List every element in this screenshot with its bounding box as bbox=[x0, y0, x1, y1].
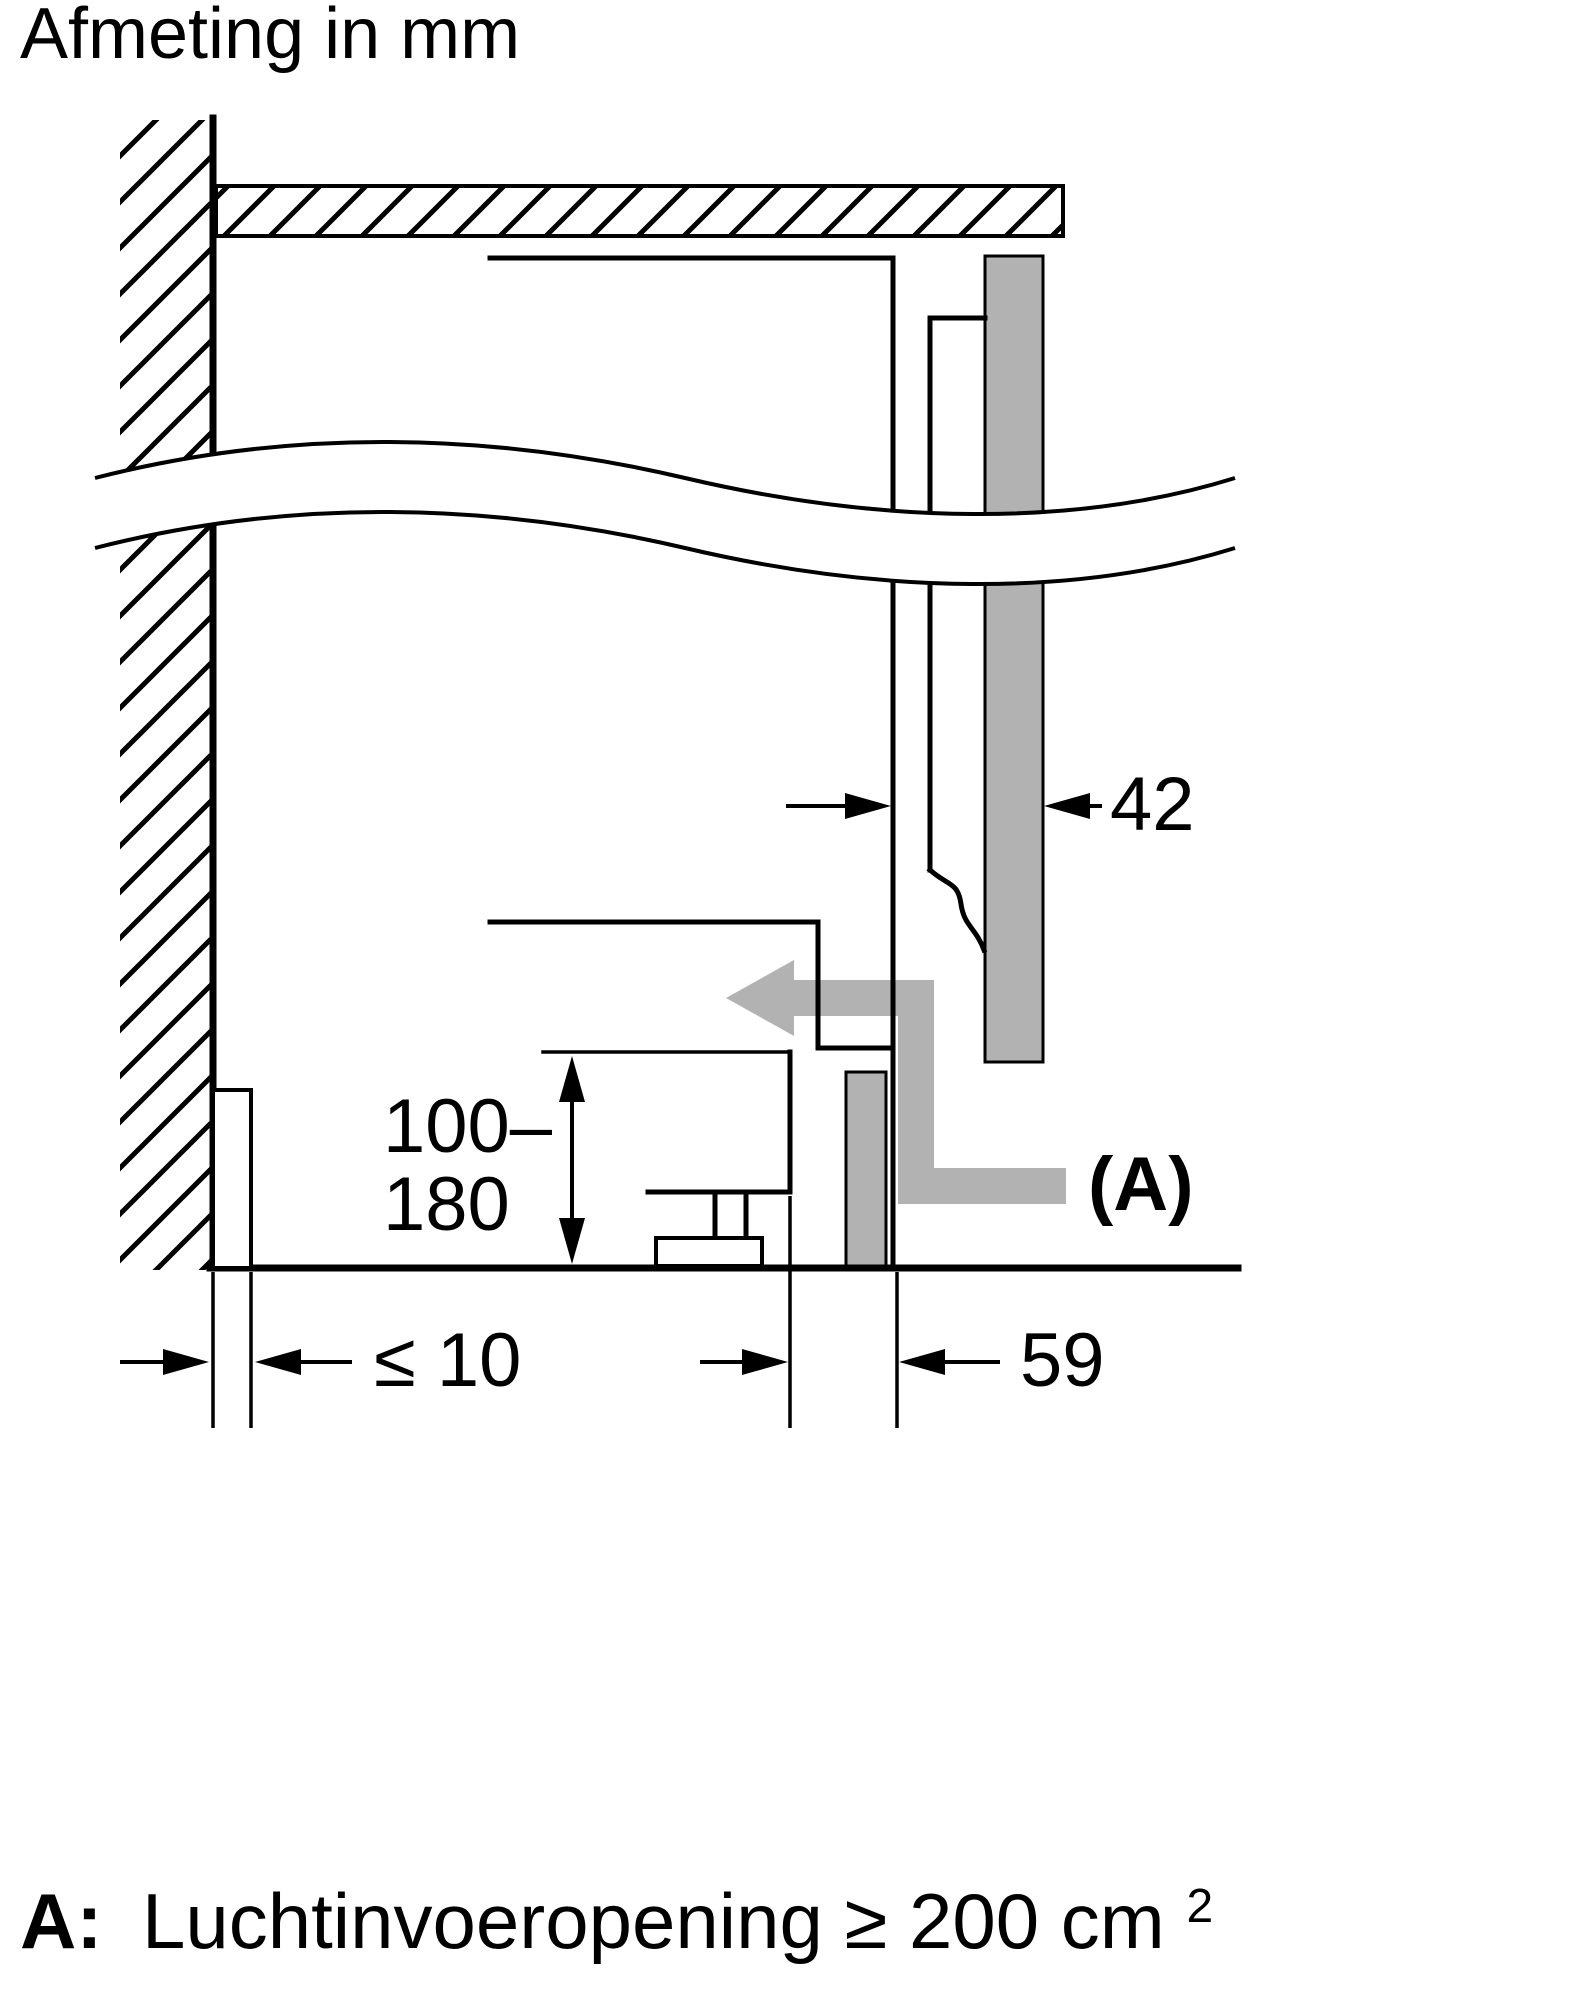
dim-gap-left-arrowhead-icon bbox=[255, 1349, 301, 1375]
dim-plinth-down-arrowhead-icon bbox=[559, 1218, 585, 1264]
dim-59-right-arrowhead-icon bbox=[742, 1349, 788, 1375]
break-lines bbox=[94, 439, 1236, 586]
air-inlet-label: (A) bbox=[1088, 1142, 1194, 1227]
airflow-arrow-shaft bbox=[790, 980, 1066, 1204]
dimension-plinth-height: 100– 180 bbox=[383, 1056, 585, 1264]
caption: A: Luchtinvoeropening ≥ 200 cm 2 bbox=[20, 1877, 1213, 1965]
wall-hatching bbox=[120, 120, 212, 1270]
caption-text: Luchtinvoeropening ≥ 200 cm bbox=[142, 1877, 1165, 1965]
dim-59-left-arrowhead-icon bbox=[899, 1349, 945, 1375]
break-wave-upper bbox=[94, 439, 1236, 516]
caption-label: A: bbox=[20, 1877, 102, 1965]
dimension-door-thickness: 42 bbox=[786, 762, 1195, 847]
dim-plinth-up-arrowhead-icon bbox=[559, 1056, 585, 1102]
dim-42-value: 42 bbox=[1110, 762, 1195, 847]
door-break-tear-line bbox=[926, 866, 988, 954]
dim-gap-value: ≤ 10 bbox=[374, 1318, 521, 1403]
diagram-title: Afmeting in mm bbox=[20, 0, 520, 74]
dim-42-right-arrowhead-icon bbox=[845, 793, 891, 819]
leveling-foot-base bbox=[654, 1236, 764, 1268]
cabinet-structure bbox=[206, 114, 1242, 1272]
dimension-wall-gap: ≤ 10 bbox=[120, 1272, 521, 1428]
dim-plinth-height-upper: 100– bbox=[383, 1084, 553, 1169]
dim-plinth-height-lower: 180 bbox=[383, 1162, 510, 1247]
break-band bbox=[95, 441, 1235, 585]
leveling-foot-stem bbox=[712, 1189, 749, 1241]
furniture-door-panel bbox=[983, 254, 1045, 1064]
airflow-arrow bbox=[726, 960, 1066, 1204]
airflow-arrowhead-icon bbox=[726, 960, 794, 1036]
dimension-plinth-depth: 59 bbox=[700, 1196, 1105, 1428]
wall-spacer-block bbox=[211, 1088, 253, 1270]
break-wave-lower bbox=[94, 509, 1236, 586]
dim-gap-right-arrowhead-icon bbox=[163, 1349, 209, 1375]
caption-superscript: 2 bbox=[1186, 1880, 1213, 1933]
plinth-vent-panel bbox=[844, 1070, 888, 1270]
ceiling-hatched-bar bbox=[214, 184, 1065, 238]
dim-59-value: 59 bbox=[1020, 1318, 1105, 1403]
dim-42-left-arrowhead-icon bbox=[1044, 793, 1090, 819]
